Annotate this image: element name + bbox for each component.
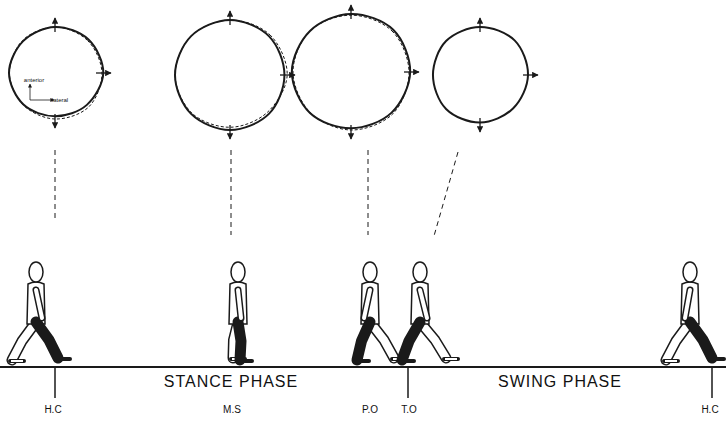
leg xyxy=(420,322,446,358)
walking-figure xyxy=(10,262,70,361)
arm xyxy=(364,290,370,318)
foot xyxy=(238,359,252,363)
drop-line xyxy=(434,152,458,236)
axis-label: lateral xyxy=(52,97,68,103)
walking-figure xyxy=(355,262,406,361)
arm xyxy=(420,290,427,318)
leg xyxy=(690,322,712,358)
solid-loop xyxy=(175,20,284,130)
leg xyxy=(36,322,58,358)
foot-loop xyxy=(9,18,111,128)
head xyxy=(413,262,427,282)
foot xyxy=(664,359,678,363)
axis-tick xyxy=(96,72,111,73)
phase-tick xyxy=(54,367,56,398)
axis-tick xyxy=(54,114,55,128)
leg xyxy=(357,322,370,360)
axis-tick xyxy=(404,71,419,72)
axis-tick xyxy=(229,11,230,25)
leg xyxy=(12,322,36,360)
arm-fill xyxy=(685,290,690,318)
foot-fill xyxy=(665,360,677,362)
torso xyxy=(229,282,247,324)
walking-figure xyxy=(229,262,252,361)
event-label: T.O xyxy=(401,405,417,415)
solid-loop xyxy=(9,27,103,116)
event-label: M.S xyxy=(223,405,241,415)
foot xyxy=(444,357,458,361)
axis-tick xyxy=(479,18,480,32)
arm xyxy=(36,290,42,318)
axis-arrow xyxy=(30,100,54,101)
drop-line xyxy=(368,150,369,235)
foot-loop xyxy=(175,11,295,139)
event-label: P.O xyxy=(362,405,378,415)
foot-fill xyxy=(445,358,457,360)
axis-tick xyxy=(229,125,230,139)
foot xyxy=(400,359,414,363)
leg xyxy=(666,322,690,360)
axis-tick xyxy=(523,74,538,75)
axis-label: anterior xyxy=(24,77,44,83)
walking-figure xyxy=(400,262,458,361)
head xyxy=(29,262,43,282)
head xyxy=(231,262,245,282)
foot xyxy=(710,357,724,361)
drop-line xyxy=(231,150,232,235)
solid-loop xyxy=(292,14,410,128)
foot-fill xyxy=(11,360,23,362)
arm-fill xyxy=(364,290,370,318)
event-label: H.C xyxy=(701,405,718,415)
leg xyxy=(402,322,420,360)
arm xyxy=(238,290,241,318)
leg-fill xyxy=(666,322,690,360)
arm-fill xyxy=(238,290,241,318)
foot xyxy=(10,359,24,363)
foot-loop xyxy=(433,18,538,132)
leg-fill xyxy=(12,322,36,360)
axis-tick xyxy=(350,125,351,139)
ground-line xyxy=(0,366,726,368)
axis-tick xyxy=(350,5,351,19)
leg xyxy=(238,322,241,360)
solid-loop xyxy=(433,27,528,123)
axis-tick xyxy=(479,118,480,132)
axis-tick xyxy=(54,18,55,32)
head xyxy=(363,262,377,282)
phase-tick xyxy=(711,367,713,398)
drop-line xyxy=(55,150,56,222)
phase-tick xyxy=(407,367,409,398)
phase-label: STANCE PHASE xyxy=(164,374,298,390)
arm xyxy=(685,290,690,318)
head xyxy=(683,262,697,282)
phase-label: SWING PHASE xyxy=(498,374,622,390)
walking-figure xyxy=(664,262,724,361)
leg-fill xyxy=(420,322,446,358)
foot xyxy=(56,357,70,361)
foot xyxy=(355,359,369,363)
event-label: H.C xyxy=(44,405,61,415)
arm-fill xyxy=(36,290,42,318)
axis-arrow xyxy=(30,84,31,100)
arm-fill xyxy=(420,290,427,318)
foot-loop xyxy=(292,5,419,139)
